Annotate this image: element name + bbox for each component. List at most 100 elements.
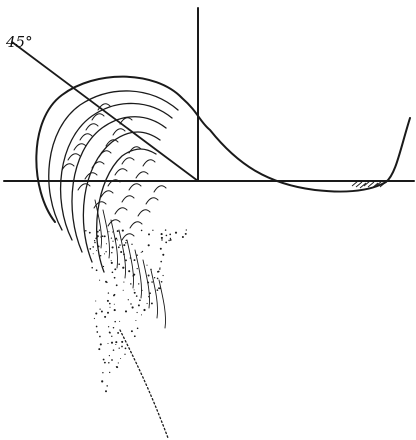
stipple-dot [133, 291, 136, 294]
stipple-dot [108, 331, 111, 334]
feather-arc [71, 116, 167, 253]
feather-barb [91, 113, 105, 121]
stipple-dot [121, 229, 124, 232]
stipple-dot [136, 254, 138, 256]
stipple-dot [102, 358, 105, 361]
stipple-dot [107, 342, 109, 345]
stipple-dot [96, 236, 98, 238]
stipple-dot [88, 231, 91, 234]
feather-barb [121, 233, 135, 241]
stipple-dot [120, 250, 123, 254]
stipple-dot [111, 246, 114, 249]
stipple-dot [133, 289, 135, 291]
stipple-dot [107, 292, 110, 294]
stipple-dot [105, 243, 107, 245]
stipple-dot [105, 251, 107, 253]
stipple-dot [112, 349, 115, 351]
stipple-dot [115, 343, 117, 346]
stipple-dot [100, 236, 102, 238]
feather-barb [121, 195, 135, 203]
stipple-dot [130, 303, 132, 305]
feather-barb [142, 159, 156, 167]
stipple-dot [97, 245, 100, 248]
feather-barb [91, 161, 105, 169]
stipple-dot [174, 231, 178, 234]
stipple-dot [114, 268, 117, 271]
stipple-dot [95, 237, 98, 240]
stipple-dot [140, 252, 142, 253]
stipple-dot [95, 250, 98, 252]
stipple-dot [106, 299, 109, 302]
stipple-dot [148, 233, 150, 236]
hatch-stroke [355, 181, 363, 188]
stipple-dot [161, 239, 163, 241]
stipple-dot [117, 239, 119, 241]
feather-scales [61, 103, 167, 329]
stipple-dot [93, 240, 96, 242]
feather-barb [67, 153, 81, 161]
stipple-dot [164, 229, 167, 231]
stipple-dot [169, 237, 172, 240]
feather-barb [145, 197, 159, 205]
stipple-dot [101, 235, 104, 238]
stipple-dot [117, 246, 120, 249]
feather-strand [126, 239, 134, 289]
stipple-dot [135, 295, 138, 297]
stipple-dot [117, 362, 119, 364]
stipple-dot [105, 390, 107, 393]
stipple-dot [95, 300, 97, 302]
stipple-dot [123, 244, 126, 247]
stipple-dot [116, 230, 119, 233]
stipple-dot [115, 341, 118, 344]
stipple-dot [100, 310, 103, 313]
stipple-dot [143, 308, 146, 312]
feather-barb [107, 179, 121, 187]
stipple-dot [133, 259, 136, 262]
stipple-dot [138, 283, 140, 285]
stipple-dot [157, 270, 159, 273]
feather-barb [84, 172, 98, 180]
stipple-dot [117, 331, 120, 334]
stipple-dot [108, 355, 110, 357]
stipple-dot [141, 289, 143, 292]
stipple-dot [165, 234, 168, 237]
stipple-dot [115, 237, 118, 240]
stipple-dot [109, 306, 111, 308]
stipple-dot [111, 335, 113, 337]
stipple-dot [162, 253, 165, 256]
stipple-dot [128, 270, 131, 273]
feather-barb [114, 207, 128, 215]
stipple-dot [110, 237, 113, 239]
stipple-dot [148, 295, 150, 298]
stipple-dot [153, 276, 156, 279]
stipple-dot [160, 260, 163, 263]
stipple-dot [149, 292, 151, 295]
outline-curve [35, 75, 411, 223]
stipple-dot [99, 343, 102, 346]
stipple-dot [95, 312, 98, 315]
stipple-dot [112, 327, 115, 329]
feather-strand [142, 259, 150, 309]
feather-barb [79, 133, 93, 141]
stipple-dot [123, 281, 125, 283]
stipple-dot [114, 238, 117, 241]
stipple-dot [124, 353, 126, 355]
feather-barb [77, 183, 91, 191]
stipple-dot [99, 254, 102, 257]
tail-hatch [351, 180, 387, 189]
stipple-dot [110, 341, 114, 344]
stipple-dot [95, 325, 98, 328]
stipple-dot [98, 229, 101, 232]
stipple-dot [106, 385, 108, 387]
stipple-dot [85, 230, 87, 232]
stipple-dot [112, 240, 114, 242]
stipple-dot [160, 280, 163, 283]
feather-barb [129, 221, 143, 229]
diagonal-45-line [11, 41, 199, 182]
stipple-dot [185, 229, 187, 231]
stipple-dot [102, 265, 105, 268]
stipple-dot [119, 320, 121, 322]
stipple-dot [110, 260, 112, 262]
stipple-dot [127, 299, 129, 301]
